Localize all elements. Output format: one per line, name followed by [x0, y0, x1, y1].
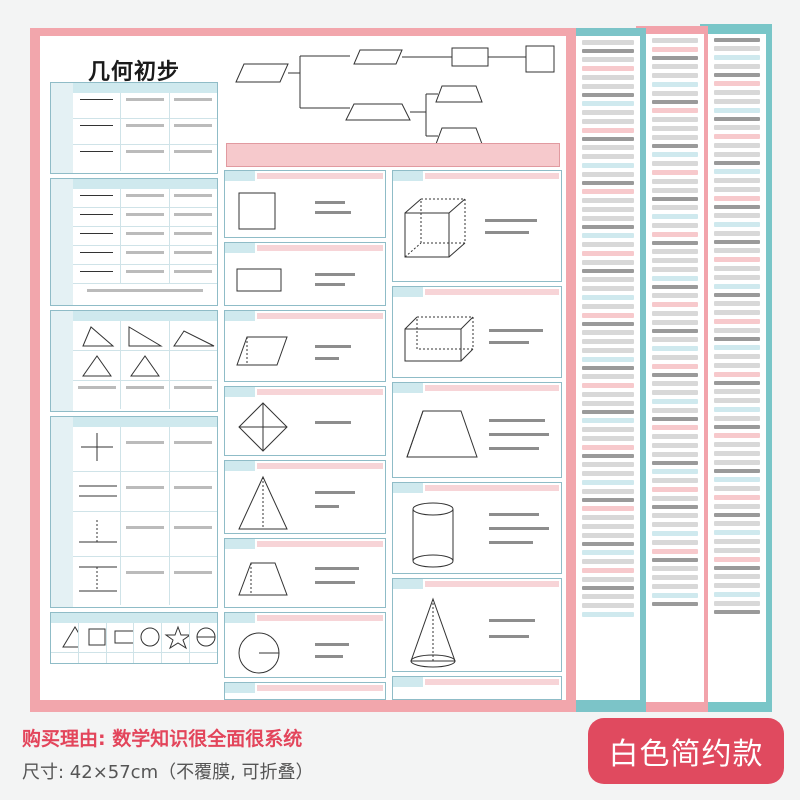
back-sheet-3 [708, 34, 766, 702]
poster: 几何初步 [40, 36, 566, 700]
purchase-reason: 购买理由: 数学知识很全面很系统 [22, 728, 303, 750]
style-badge: 白色简约款 [588, 718, 784, 784]
rhombus-section [224, 386, 386, 456]
size-note: 尺寸: 42×57cm（不覆膜, 可折叠） [22, 762, 314, 783]
definition-banner [226, 143, 560, 167]
parallelogram-section [224, 310, 386, 382]
cube-section [392, 170, 562, 282]
lines-table [50, 82, 218, 174]
triangles-table [50, 310, 218, 412]
back-sheet-1 [576, 36, 640, 700]
poster-title: 几何初步 [88, 60, 181, 85]
frustum-section [392, 382, 562, 478]
rectangle-section [224, 242, 386, 306]
cone-section [392, 578, 562, 672]
square-section [224, 170, 386, 238]
trapezoid-section [224, 538, 386, 608]
parallel-perpendicular-table [50, 416, 218, 608]
left-column [50, 82, 218, 700]
angles-table [50, 178, 218, 306]
back-sheet-2 [646, 34, 704, 702]
flow-diagram [230, 44, 560, 174]
cylinder-section [392, 482, 562, 574]
cuboid-section [392, 286, 562, 378]
symmetry-table [50, 612, 218, 664]
triangle-section [224, 460, 386, 534]
circle-section [224, 612, 386, 678]
sector-section [224, 682, 386, 700]
sphere-section [392, 676, 562, 700]
flow-diagram-lines [235, 45, 555, 145]
